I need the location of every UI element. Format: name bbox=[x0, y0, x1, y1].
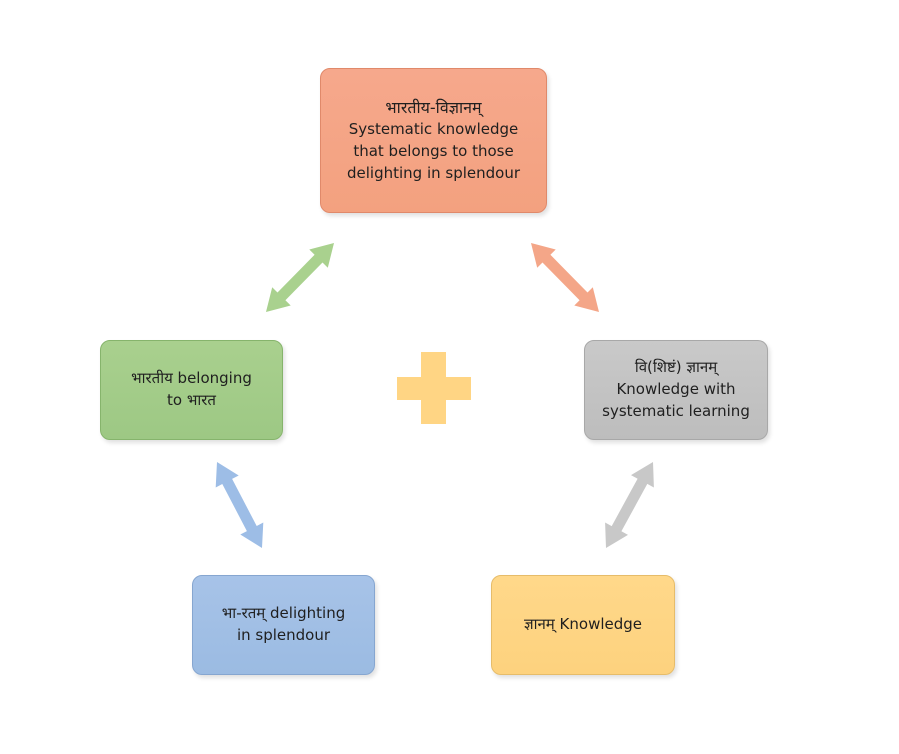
node-top-line-2: that belongs to those bbox=[353, 142, 514, 161]
node-bottom-left-line-1: भा-रतम् delighting bbox=[221, 604, 346, 623]
node-jnanam: ज्ञानम् Knowledge bbox=[491, 575, 675, 675]
double-arrow-right-bottom-right bbox=[605, 462, 654, 548]
node-right-line-3: systematic learning bbox=[602, 401, 750, 420]
double-arrow-left-bottom-left bbox=[215, 462, 264, 548]
double-arrow-top-right bbox=[531, 243, 599, 312]
node-right-line-2: Knowledge with bbox=[616, 380, 736, 399]
double-arrow-top-left bbox=[266, 243, 334, 312]
node-bha-ratam: भा-रतम् delighting in splendour bbox=[192, 575, 375, 675]
node-bharatiya: भारतीय belonging to भारत bbox=[100, 340, 283, 440]
node-left-line-2: to भारत bbox=[167, 391, 216, 409]
node-top-line-1: Systematic knowledge bbox=[348, 120, 519, 139]
plus-icon bbox=[397, 352, 471, 424]
node-top-title: भारतीय-विज्ञानम् bbox=[385, 98, 482, 118]
node-top-line-3: delighting in splendour bbox=[346, 163, 520, 182]
node-right-line-1: वि(शिष्टं) ज्ञानम् bbox=[634, 358, 718, 377]
node-left-line-1: भारतीय belonging bbox=[131, 369, 252, 388]
node-vishishtam-jnanam: वि(शिष्टं) ज्ञानम् Knowledge with system… bbox=[584, 340, 768, 440]
node-bharatiya-vijnanam: भारतीय-विज्ञानम् Systematic knowledge th… bbox=[320, 68, 547, 213]
node-bottom-right-line-1: ज्ञानम् Knowledge bbox=[523, 615, 643, 634]
node-bottom-left-line-2: in splendour bbox=[236, 626, 331, 644]
